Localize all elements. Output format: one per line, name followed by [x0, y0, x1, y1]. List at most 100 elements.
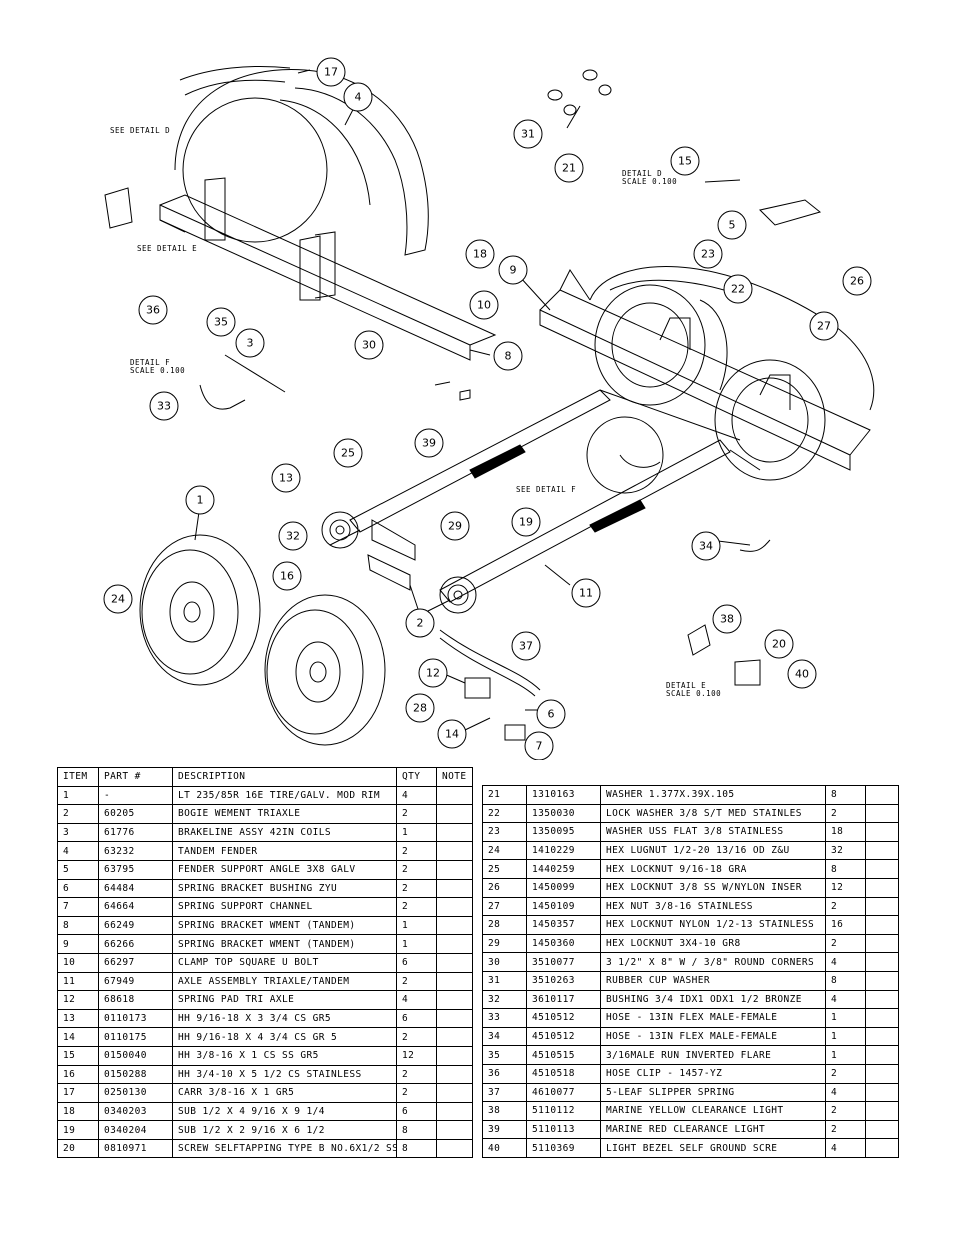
description-cell: SPRING BRACKET WMENT (TANDEM)	[172, 934, 397, 954]
part-number-cell: 1450109	[526, 896, 601, 917]
qty-cell: 2	[825, 1063, 866, 1084]
description-cell: HOSE - 13IN FLEX MALE-FEMALE	[600, 1008, 826, 1028]
note-cell	[865, 803, 899, 824]
balloon-19-label: 19	[519, 516, 533, 529]
description-cell: WASHER USS FLAT 3/8 STAINLESS	[600, 822, 826, 842]
item-cell: 11	[57, 971, 99, 992]
description-cell: MARINE RED CLEARANCE LIGHT	[600, 1119, 826, 1140]
balloon-17	[316, 57, 346, 87]
balloon-33	[149, 391, 179, 421]
description-cell: SUB 1/2 X 4 9/16 X 9 1/4	[172, 1101, 397, 1122]
balloon-23-label: 23	[701, 248, 715, 261]
tandem-fender-left	[174, 66, 429, 256]
slipper-spring	[439, 629, 541, 741]
note-cell	[436, 1083, 473, 1103]
item-cell: 6	[57, 878, 99, 899]
balloon-24	[103, 584, 133, 614]
note-cell	[865, 896, 899, 917]
item-cell: 25	[482, 859, 527, 879]
balloon-5-label: 5	[729, 219, 736, 232]
part-number-cell: 3510263	[526, 970, 601, 991]
part-number-cell: 0250130	[98, 1083, 173, 1103]
note-cell	[436, 859, 473, 880]
item-cell: 4	[57, 841, 99, 861]
balloon-30-label: 30	[362, 339, 376, 352]
balloon-9-label: 9	[510, 264, 517, 277]
description-cell: WASHER 1.377X.39X.105	[600, 785, 826, 805]
exploded-assembly-drawing: 1 2 3 4 5 6 7 8 9 10 11 12 13 14 15 16 1…	[103, 57, 875, 760]
balloon-18-label: 18	[473, 248, 487, 261]
detail-d-title: DETAIL D	[622, 169, 662, 178]
qty-cell: 2	[396, 897, 437, 917]
note-cell	[436, 1064, 473, 1085]
balloon-27-label: 27	[817, 320, 831, 333]
detail-d-parts	[547, 69, 822, 226]
detail-e-title: DETAIL E	[666, 681, 706, 690]
balloon-29-label: 29	[448, 520, 462, 533]
balloon-2	[405, 608, 435, 638]
description-cell: RUBBER CUP WASHER	[600, 970, 826, 991]
item-cell: 2	[57, 804, 99, 824]
qty-cell: 8	[825, 859, 866, 879]
balloon-19	[511, 507, 541, 537]
description-cell: 5-LEAF SLIPPER SPRING	[600, 1082, 826, 1103]
part-column-header: PART #	[98, 767, 173, 787]
balloon-23	[693, 239, 723, 269]
description-column-header: DESCRIPTION	[172, 767, 397, 787]
note-cell	[865, 970, 899, 991]
item-cell: 37	[482, 1082, 527, 1103]
qty-cell: 4	[396, 990, 437, 1010]
balloon-labels: 1 2 3 4 5 6 7 8 9 10 11 12 13 14 15 16 1…	[111, 66, 864, 753]
balloon-37	[511, 631, 541, 661]
note-cell	[865, 822, 899, 842]
part-number-cell: 0340203	[98, 1101, 173, 1122]
item-column-header: ITEM	[57, 767, 99, 787]
balloon-16	[272, 561, 302, 591]
balloon-26-label: 26	[850, 275, 864, 288]
qty-cell: 16	[825, 915, 866, 935]
item-cell: 15	[57, 1045, 99, 1066]
qty-cell: 2	[396, 1027, 437, 1047]
description-cell: SCREW SELFTAPPING TYPE B NO.6X1/2 SS	[172, 1138, 397, 1159]
balloon-40-label: 40	[795, 668, 809, 681]
qty-cell: 2	[825, 1101, 866, 1121]
part-number-cell: 64484	[98, 878, 173, 899]
part-number-cell: 3610117	[526, 989, 601, 1010]
balloon-1	[185, 485, 215, 515]
balloon-10	[469, 290, 499, 320]
item-cell: 13	[57, 1008, 99, 1029]
hub-assemblies	[321, 511, 477, 614]
spring-bracket-weldment-left	[159, 177, 497, 361]
qty-cell: 4	[825, 989, 866, 1010]
description-cell: HOSE CLIP - 1457-YZ	[600, 1063, 826, 1084]
part-number-cell: 4510518	[526, 1063, 601, 1084]
description-cell: BOGIE WEMENT TRIAXLE	[172, 804, 397, 824]
note-cell	[865, 1101, 899, 1121]
part-number-cell: -	[98, 785, 173, 806]
description-cell: SPRING BRACKET BUSHING ZYU	[172, 878, 397, 899]
description-cell: HEX NUT 3/8-16 STAINLESS	[600, 896, 826, 917]
balloon-35-label: 35	[214, 316, 228, 329]
balloon-6-label: 6	[548, 708, 555, 721]
balloon-12	[418, 658, 448, 688]
part-number-cell: 0110173	[98, 1008, 173, 1029]
note-cell	[865, 1119, 899, 1140]
note-cell	[865, 1045, 899, 1065]
